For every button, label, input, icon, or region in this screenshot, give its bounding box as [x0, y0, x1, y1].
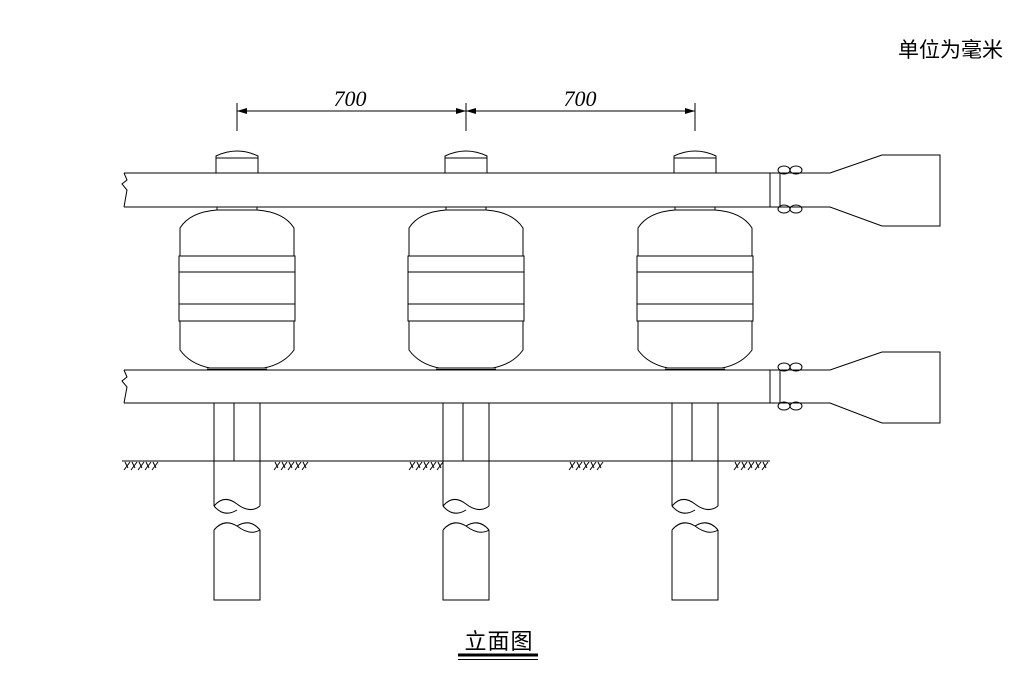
soil-hatch-3: [408, 461, 444, 471]
post-3: [671, 150, 719, 601]
post-2: [442, 150, 490, 601]
caption-underline: [458, 653, 538, 660]
soil-hatch-marks: [123, 461, 769, 471]
soil-hatch-4: [568, 461, 604, 471]
lower-rail: [121, 369, 781, 404]
soil-hatch-5: [733, 461, 769, 471]
posts: [213, 150, 719, 601]
drawing-caption: 立面图: [464, 630, 534, 655]
unit-note: 单位为毫米: [898, 38, 1003, 62]
buffer-drums: [178, 209, 754, 370]
soil-hatch-1: [123, 461, 159, 471]
buffer-drum-1: [178, 209, 296, 370]
buffer-drum-2: [407, 209, 525, 370]
dimension-line: [236, 103, 696, 131]
upper-rail: [121, 172, 781, 208]
upper-rail-end-terminal: [777, 154, 941, 227]
buffer-drum-3: [636, 209, 754, 370]
dimension-label-left: 700: [333, 86, 367, 111]
dimension-label-right: 700: [563, 86, 597, 111]
lower-rail-end-terminal: [777, 351, 941, 424]
soil-hatch-2: [273, 461, 309, 471]
post-1: [213, 150, 261, 601]
